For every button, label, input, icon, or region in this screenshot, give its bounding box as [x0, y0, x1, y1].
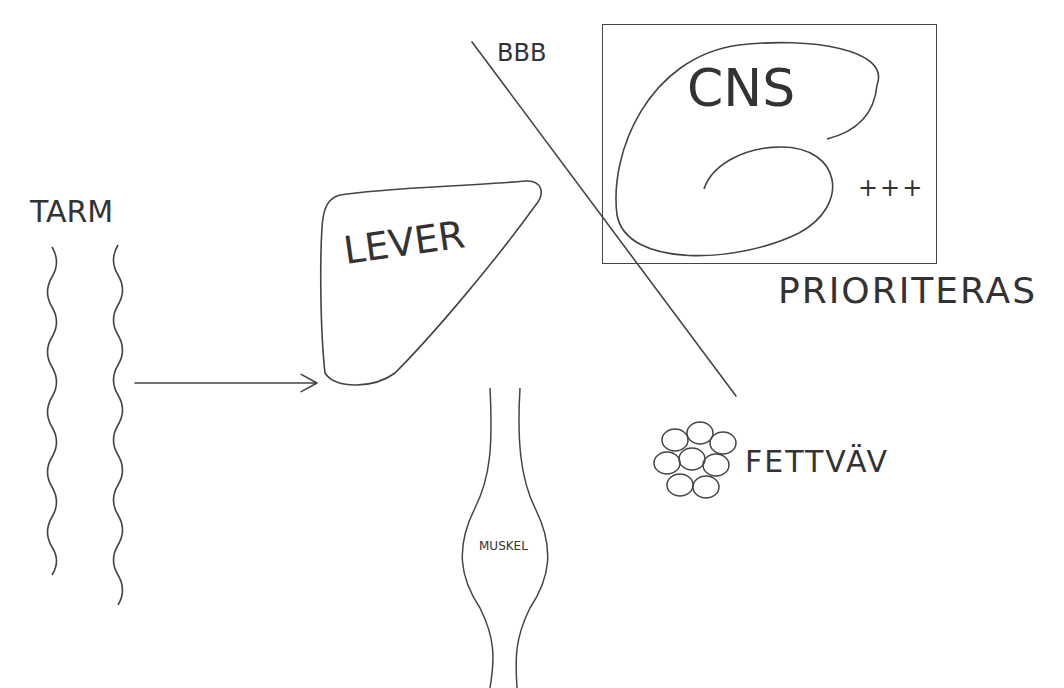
intestine-band: TARM	[30, 195, 135, 615]
organ-label: CNS	[687, 59, 795, 119]
organ-label: LEVER	[341, 213, 467, 273]
organ-label: MUSKEL	[479, 540, 528, 554]
barrier-label: BBB	[497, 40, 546, 68]
brain-shape: CNS	[609, 37, 899, 265]
organ-label: TARM	[30, 195, 113, 230]
muscle-shape: MUSKEL	[455, 388, 555, 688]
intestine-band-outline	[30, 195, 135, 615]
priority-box: +++PRIORITERASCNS	[602, 24, 937, 264]
muscle-shape-outline	[455, 388, 555, 688]
liver-shape-outline	[320, 178, 542, 388]
heading-label: PRIORITERAS	[778, 270, 1037, 311]
fat-tissue: FETTVÄV	[650, 415, 930, 505]
flow-arrow	[135, 374, 317, 391]
organ-label: FETTVÄV	[745, 445, 889, 480]
plus-marks: +++	[858, 175, 924, 203]
liver-shape: LEVER	[320, 178, 542, 388]
